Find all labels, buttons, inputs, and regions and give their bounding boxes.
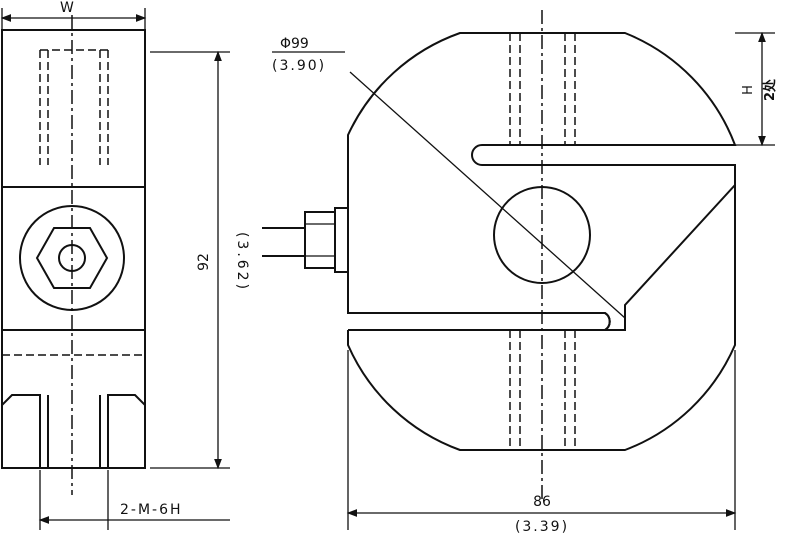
width-inch-dimension: (3.39) xyxy=(515,519,569,535)
cable-connector xyxy=(262,207,349,273)
top-thread-hole xyxy=(39,49,109,165)
width-dimension: 86 xyxy=(533,494,551,510)
diameter-label: Φ99 xyxy=(280,36,309,52)
side-view: W 92 (3.62) 2-M-6H xyxy=(0,0,250,530)
height-inch-label: (3.62) xyxy=(234,232,250,292)
diameter-inch-label: (3.90) xyxy=(272,58,326,74)
front-view: Φ99 (3.90) H 2处 86 (3.39) xyxy=(262,10,778,535)
h-label: H xyxy=(741,85,756,95)
height-label: 92 xyxy=(196,253,212,271)
thread-label: 2-M-6H xyxy=(120,502,183,518)
diameter-leader xyxy=(349,71,626,319)
bottom-thread-section xyxy=(1,394,146,469)
width-label: W xyxy=(60,0,74,16)
h-note: 2处 xyxy=(762,78,778,101)
